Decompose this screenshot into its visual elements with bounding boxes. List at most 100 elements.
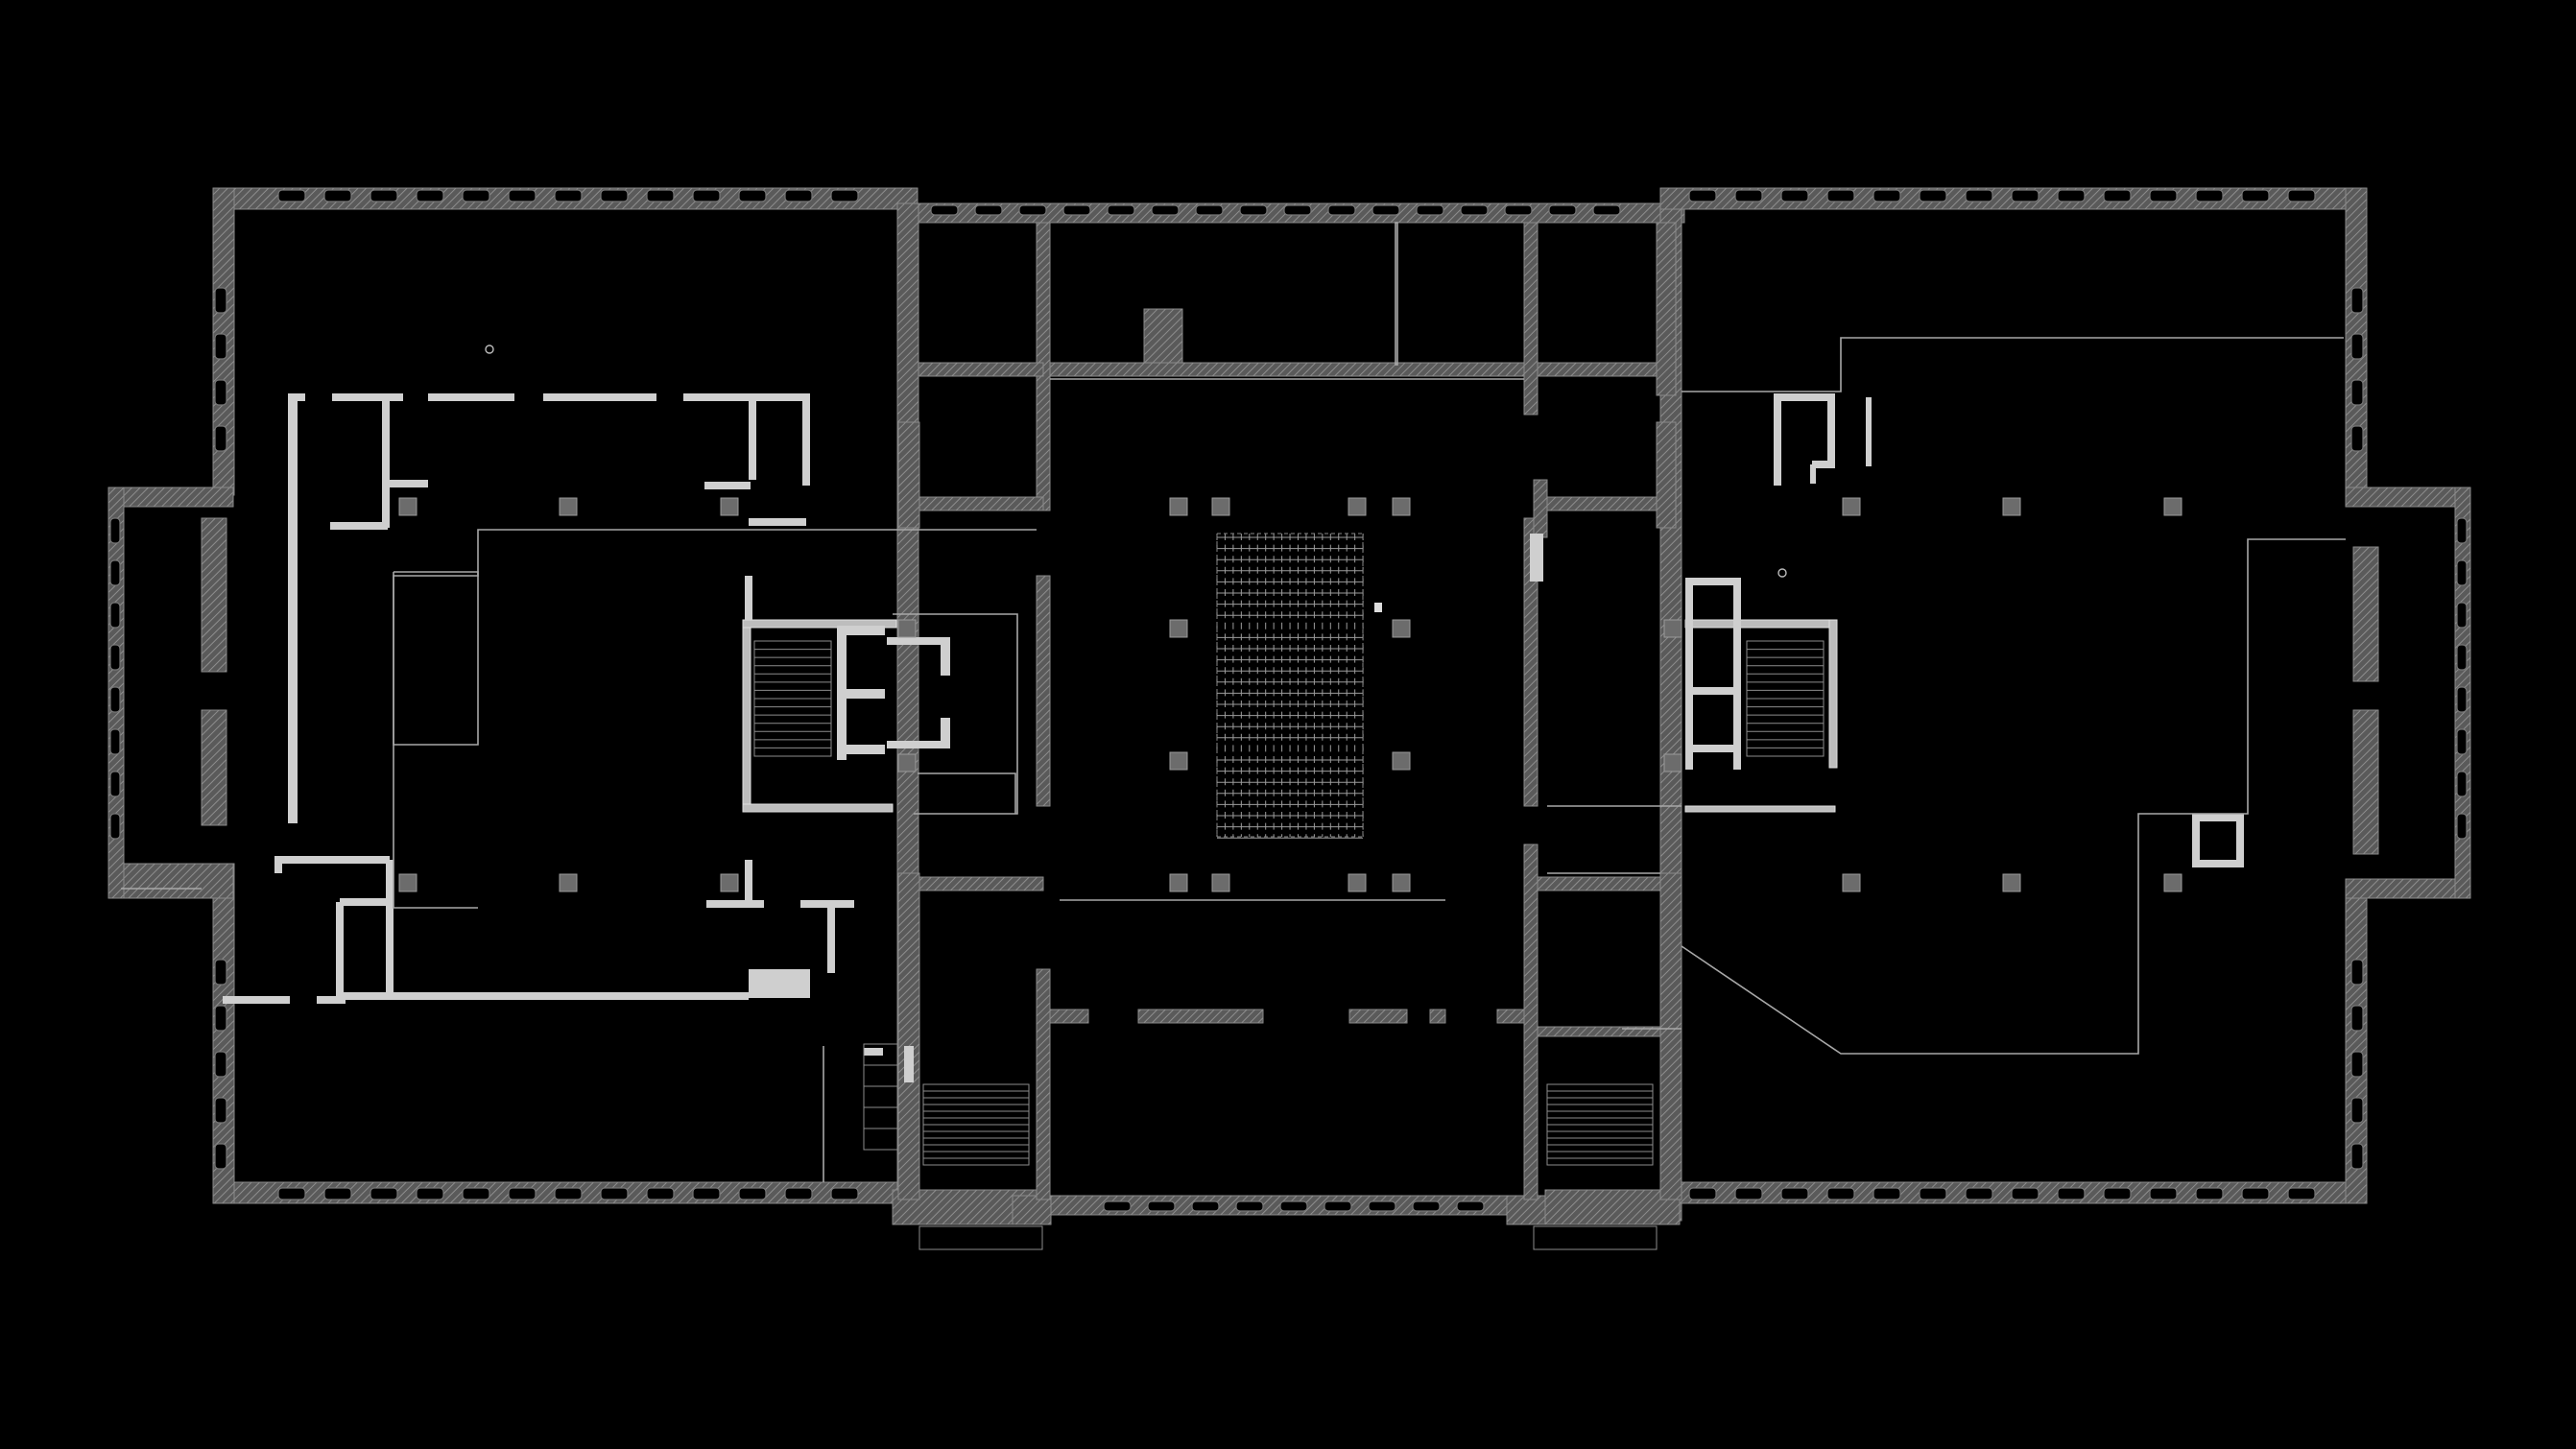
column <box>1169 497 1188 516</box>
columns <box>398 497 2182 892</box>
partition-wc-6 <box>887 741 950 748</box>
window <box>2456 644 2468 671</box>
line-left-zone <box>393 529 1037 909</box>
window <box>784 1187 813 1200</box>
wall-top-room-pier <box>1143 308 1183 364</box>
window <box>462 1187 490 1200</box>
window <box>370 1187 398 1200</box>
window <box>508 1187 537 1200</box>
porch-step-right <box>1533 1225 1658 1250</box>
wall-left-bay-north <box>107 487 234 508</box>
partition-room-a-bottom <box>330 522 388 530</box>
partition-wc-1 <box>837 626 885 635</box>
windows <box>109 189 2468 1212</box>
partition-left-lobby <box>340 898 388 906</box>
partition-small-bath <box>388 480 428 487</box>
partition-closet <box>802 393 810 486</box>
window <box>109 644 121 671</box>
partition-wc-5 <box>941 637 950 676</box>
partition-ne-room-4 <box>1812 461 1835 468</box>
wall-porch-mid-right <box>1506 1195 1546 1225</box>
wall-south-hall-5 <box>1496 1009 1525 1024</box>
partition-storage <box>749 969 810 998</box>
window <box>1872 1187 1901 1200</box>
partition-room-b-bottom <box>704 482 751 489</box>
partition-lift-right-4 <box>2192 860 2244 867</box>
wall-south-hall-4 <box>1429 1009 1446 1024</box>
partition-core-stem <box>745 576 752 620</box>
line-core-box <box>893 613 1018 815</box>
interior-walls <box>897 222 1682 1200</box>
column <box>1169 751 1188 771</box>
partitions-left <box>223 393 950 1082</box>
wall-right-bay-inner-1 <box>2352 546 2379 682</box>
partition-right-core-v <box>1828 619 1838 769</box>
partition-top-2 <box>332 393 403 401</box>
line-core-box-2 <box>918 772 1016 814</box>
window <box>930 204 959 216</box>
partition-lift-right-2 <box>2192 814 2200 866</box>
window <box>2456 517 2468 544</box>
wall-right-bay-south <box>2345 878 2471 899</box>
window <box>214 333 227 360</box>
wall-mid-left <box>918 496 1044 511</box>
wall-north-rooms-2 <box>1049 362 1525 377</box>
window <box>1504 204 1533 216</box>
window <box>1371 204 1400 216</box>
partition-ledge <box>749 518 806 526</box>
wall-right-bay-inner-2 <box>2352 709 2379 855</box>
window <box>2456 813 2468 840</box>
window <box>109 517 121 544</box>
wall-hall-west-bottom <box>1036 968 1051 1200</box>
window <box>109 559 121 586</box>
window <box>1965 1187 1993 1200</box>
window <box>1734 1187 1763 1200</box>
window <box>1283 204 1312 216</box>
window <box>1416 204 1444 216</box>
partition-lower-left <box>223 996 290 1004</box>
window <box>2011 1187 2039 1200</box>
wall-sw-vertical <box>897 421 920 529</box>
column <box>398 873 417 892</box>
wall-east-porch-pier <box>1533 479 1548 538</box>
partition-room-a-right <box>382 393 390 528</box>
wall-porch-right <box>1544 1189 1681 1225</box>
window <box>1235 1200 1264 1212</box>
window <box>692 189 721 202</box>
window <box>2456 559 2468 586</box>
wall-hall-east <box>1523 222 1538 416</box>
window <box>1688 1187 1717 1200</box>
wall-mid-right <box>1537 496 1661 511</box>
window <box>2195 1187 2224 1200</box>
window <box>1279 1200 1308 1212</box>
wall-hall-east-bottom <box>1523 843 1538 1200</box>
window <box>1147 1200 1176 1212</box>
window <box>1456 1200 1485 1212</box>
window <box>1103 1200 1132 1212</box>
window <box>109 728 121 755</box>
window <box>738 189 767 202</box>
window <box>974 204 1003 216</box>
wall-south-hall-3 <box>1348 1009 1408 1024</box>
partition-t-stem <box>745 860 752 904</box>
window <box>1412 1200 1441 1212</box>
window <box>1460 204 1489 216</box>
window <box>214 425 227 452</box>
wall-north-rooms <box>918 362 1044 377</box>
window <box>2350 287 2364 314</box>
window <box>2287 189 2316 202</box>
window <box>1195 204 1224 216</box>
window <box>554 189 583 202</box>
wall-lower-right <box>1537 876 1661 891</box>
column <box>1348 873 1367 892</box>
window <box>214 379 227 406</box>
window <box>2350 1051 2364 1078</box>
partition-lower-right-drop <box>827 900 835 973</box>
window <box>1919 189 1947 202</box>
window <box>784 189 813 202</box>
line-right-zone-2 <box>1681 538 2346 1055</box>
partition-wc-v <box>837 626 847 760</box>
window <box>214 1005 227 1032</box>
window <box>738 1187 767 1200</box>
exterior-walls <box>107 187 2471 1225</box>
